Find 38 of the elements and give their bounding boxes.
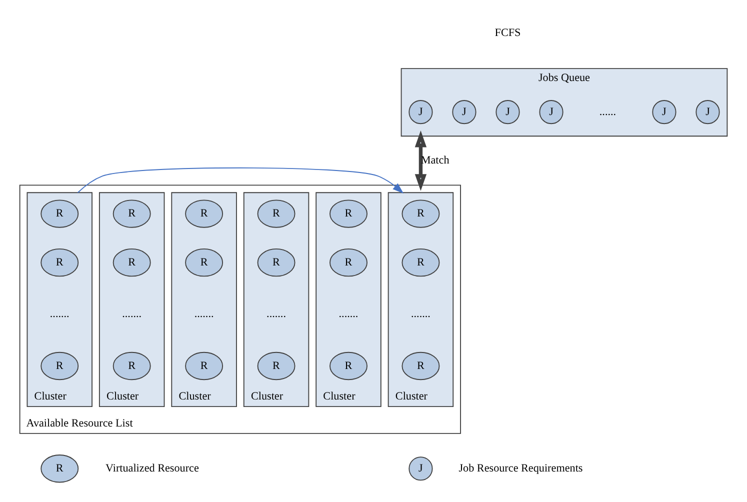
- node-label: Virtualized Resource: [106, 462, 199, 474]
- label: .......: [194, 308, 214, 320]
- node-ellipse: R: [40, 352, 79, 380]
- node-ellipse: R: [112, 248, 151, 277]
- node-ellipse: R: [257, 352, 296, 380]
- label: .......: [410, 308, 430, 320]
- label: FCFS: [494, 27, 521, 40]
- node-circle: J: [452, 100, 476, 124]
- arrow: [77, 167, 404, 194]
- label: ......: [599, 106, 616, 118]
- arrow: [414, 130, 427, 191]
- node-circle: J: [496, 100, 520, 124]
- node-ellipse: R: [257, 200, 296, 228]
- node-circle: J: [696, 100, 720, 124]
- node-ellipse: R: [330, 248, 368, 277]
- node-circle: J: [408, 456, 433, 481]
- node-ellipse: R: [330, 352, 368, 380]
- label: .......: [338, 308, 358, 320]
- node-ellipse: R: [40, 454, 79, 483]
- node-ellipse: R: [257, 248, 296, 277]
- node-circle: J: [539, 100, 564, 124]
- node-label: Job Resource Requirements: [458, 462, 583, 474]
- node-ellipse: R: [402, 352, 440, 380]
- node-circle: J: [408, 100, 433, 124]
- label: .......: [122, 308, 142, 320]
- node-ellipse: R: [402, 248, 440, 277]
- node-circle: J: [652, 100, 676, 124]
- node-ellipse: R: [185, 352, 224, 380]
- node-ellipse: R: [185, 200, 224, 228]
- label: .......: [266, 308, 286, 320]
- node-ellipse: R: [330, 200, 368, 228]
- node-ellipse: R: [40, 200, 79, 228]
- node-ellipse: R: [185, 248, 224, 277]
- node-ellipse: R: [112, 200, 151, 228]
- node-ellipse: R: [402, 200, 440, 228]
- node-ellipse: R: [40, 248, 79, 277]
- label: .......: [50, 308, 70, 320]
- node-ellipse: R: [112, 352, 151, 380]
